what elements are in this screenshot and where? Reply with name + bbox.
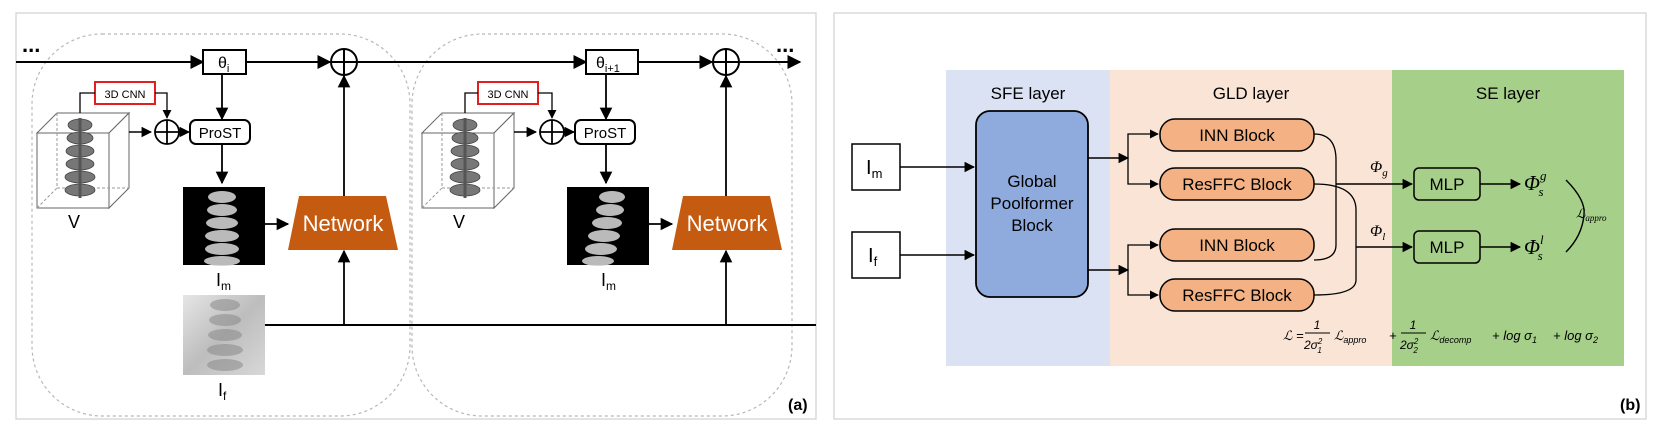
inn-block-1 [1159, 118, 1315, 152]
ellipsis-right: ... [776, 32, 794, 57]
cnn-label-1: 3D CNN [105, 89, 146, 101]
branch-inn-2 [1127, 240, 1159, 270]
inn-merge-curve [1313, 133, 1337, 261]
volume-cube-1 [35, 111, 131, 210]
branch-resffc-1 [1127, 158, 1159, 189]
volume-label-2: V [453, 212, 465, 232]
network-label-1: Network [303, 211, 385, 236]
moving-image-1 [183, 187, 265, 266]
se-layer-title: SE layer [1476, 84, 1541, 103]
mlp-block-2-label: MLP [1430, 238, 1465, 257]
svg-text:+ log σ1: + log σ1 [1492, 328, 1537, 345]
add-circle-top-1 [330, 48, 358, 76]
panel-a-tag: (a) [788, 397, 808, 414]
moving-image-2 [567, 187, 649, 266]
global-block-line1: Global [1007, 172, 1056, 191]
inn-block-2 [1159, 228, 1315, 262]
theta-label-1: θi [218, 55, 229, 75]
ellipsis-left: ... [22, 32, 40, 57]
iteration-container-2 [411, 33, 793, 417]
cnn-label-2: 3D CNN [488, 89, 529, 101]
svg-text:ℒappro: ℒappro [1334, 328, 1366, 345]
l-appro-side-label: ℒappro [1576, 206, 1607, 223]
global-poolformer-block [975, 110, 1089, 298]
resffc-merge-curve [1313, 183, 1357, 296]
svg-text:+: + [1389, 328, 1397, 343]
fixed-label: If [218, 380, 227, 403]
phi-l-label: Φl [1370, 223, 1385, 243]
input-im-box [851, 143, 901, 191]
global-block-line3: Block [1011, 216, 1053, 235]
prost-label-1: ProST [199, 125, 242, 142]
volume-label-1: V [68, 212, 80, 232]
panel-b-tag: (b) [1620, 397, 1640, 414]
svg-text:ℒdecomp: ℒdecomp [1430, 328, 1471, 345]
theta-label-2: θi+1 [596, 55, 620, 75]
network-block-2 [672, 196, 782, 250]
svg-text:1: 1 [1410, 318, 1417, 332]
input-im-label: Im [866, 157, 882, 181]
add-circle-mid-2 [539, 119, 565, 145]
fixed-image [183, 295, 265, 375]
add-circle-mid-1 [154, 119, 180, 145]
sfe-layer-title: SFE layer [991, 84, 1066, 103]
theta-box-2 [585, 49, 639, 75]
input-if-box [851, 231, 901, 279]
gld-layer-title: GLD layer [1213, 84, 1290, 103]
branch-resffc-2 [1127, 270, 1159, 300]
cnn-out-2 [538, 92, 557, 119]
l-appro-bracket [1565, 179, 1585, 253]
inn-block-2-label: INN Block [1199, 236, 1275, 255]
iteration-container-1 [31, 33, 411, 417]
network-block-1 [288, 196, 398, 250]
theta-box-1 [202, 49, 247, 75]
phi-g-label: Φg [1370, 159, 1388, 179]
global-block-line2: Poolformer [990, 194, 1073, 213]
cnn-in-2 [464, 92, 478, 113]
svg-text:ℒ =: ℒ = [1283, 328, 1304, 343]
volume-cube-2 [420, 111, 516, 210]
branch-inn-1 [1127, 129, 1159, 158]
se-layer-bg [1392, 70, 1624, 366]
cnn-out-1 [155, 92, 172, 119]
moving-label-1: Im [216, 270, 231, 293]
gld-layer-bg [1110, 70, 1392, 366]
mlp-block-1-label: MLP [1430, 175, 1465, 194]
inn-block-1-label: INN Block [1199, 126, 1275, 145]
resffc-block-2-label: ResFFC Block [1182, 286, 1292, 305]
svg-text:+ log σ2: + log σ2 [1553, 328, 1598, 345]
resffc-block-1-label: ResFFC Block [1182, 175, 1292, 194]
add-circle-top-2 [712, 48, 740, 76]
input-if-label: If [868, 245, 878, 269]
svg-text:1: 1 [1314, 318, 1321, 332]
prost-label-2: ProST [584, 125, 627, 142]
network-label-2: Network [687, 211, 769, 236]
moving-label-2: Im [601, 270, 616, 293]
cnn-in-1 [79, 92, 95, 113]
